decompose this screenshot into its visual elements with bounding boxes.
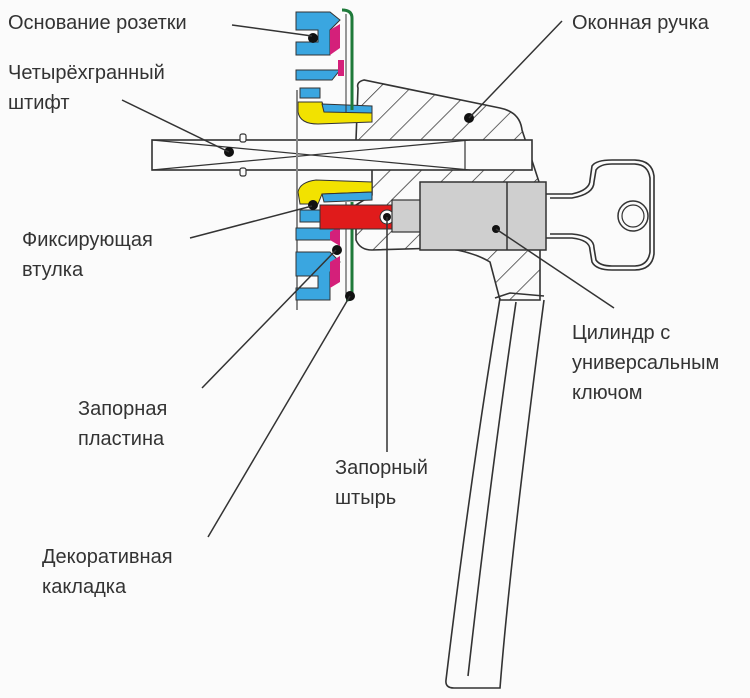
label-fixing-bushing-line2: втулка <box>22 259 84 281</box>
label-rosette-base: Основание розетки <box>8 12 187 34</box>
leader-cylinder <box>495 228 615 309</box>
label-cylinder-line2: универсальным <box>572 352 720 374</box>
rosette-base-upper <box>295 8 373 310</box>
locking-pin <box>319 204 395 230</box>
label-cylinder-line1: Цилиндр с <box>572 322 671 344</box>
leader-window-handle <box>468 20 563 119</box>
leader-square-spindle <box>121 99 230 153</box>
cylinder <box>391 181 547 251</box>
label-locking-pin-line2: штырь <box>335 487 397 509</box>
label-locking-plate-line1: Запорная <box>78 398 168 420</box>
handle-lever <box>445 292 545 689</box>
label-square-spindle-line2: штифт <box>8 92 70 114</box>
leader-rosette-base <box>231 24 313 37</box>
label-locking-plate-line2: пластина <box>78 428 165 450</box>
leader-decorative-cover <box>207 295 351 538</box>
label-decorative-cover-line1: Декоративная <box>42 546 173 568</box>
leader-lines <box>121 20 615 538</box>
label-locking-pin-line1: Запорный <box>335 457 428 479</box>
label-decorative-cover-line2: какладка <box>42 576 127 598</box>
leader-locking-plate <box>201 249 337 389</box>
leader-fixing-bushing <box>189 205 313 239</box>
label-fixing-bushing-line1: Фиксирующая <box>22 229 153 251</box>
square-spindle <box>151 133 533 177</box>
label-window-handle: Оконная ручка <box>572 12 709 34</box>
label-cylinder-line3: ключом <box>572 382 643 404</box>
label-square-spindle-line1: Четырёхгранный <box>8 62 165 84</box>
key <box>546 159 655 271</box>
